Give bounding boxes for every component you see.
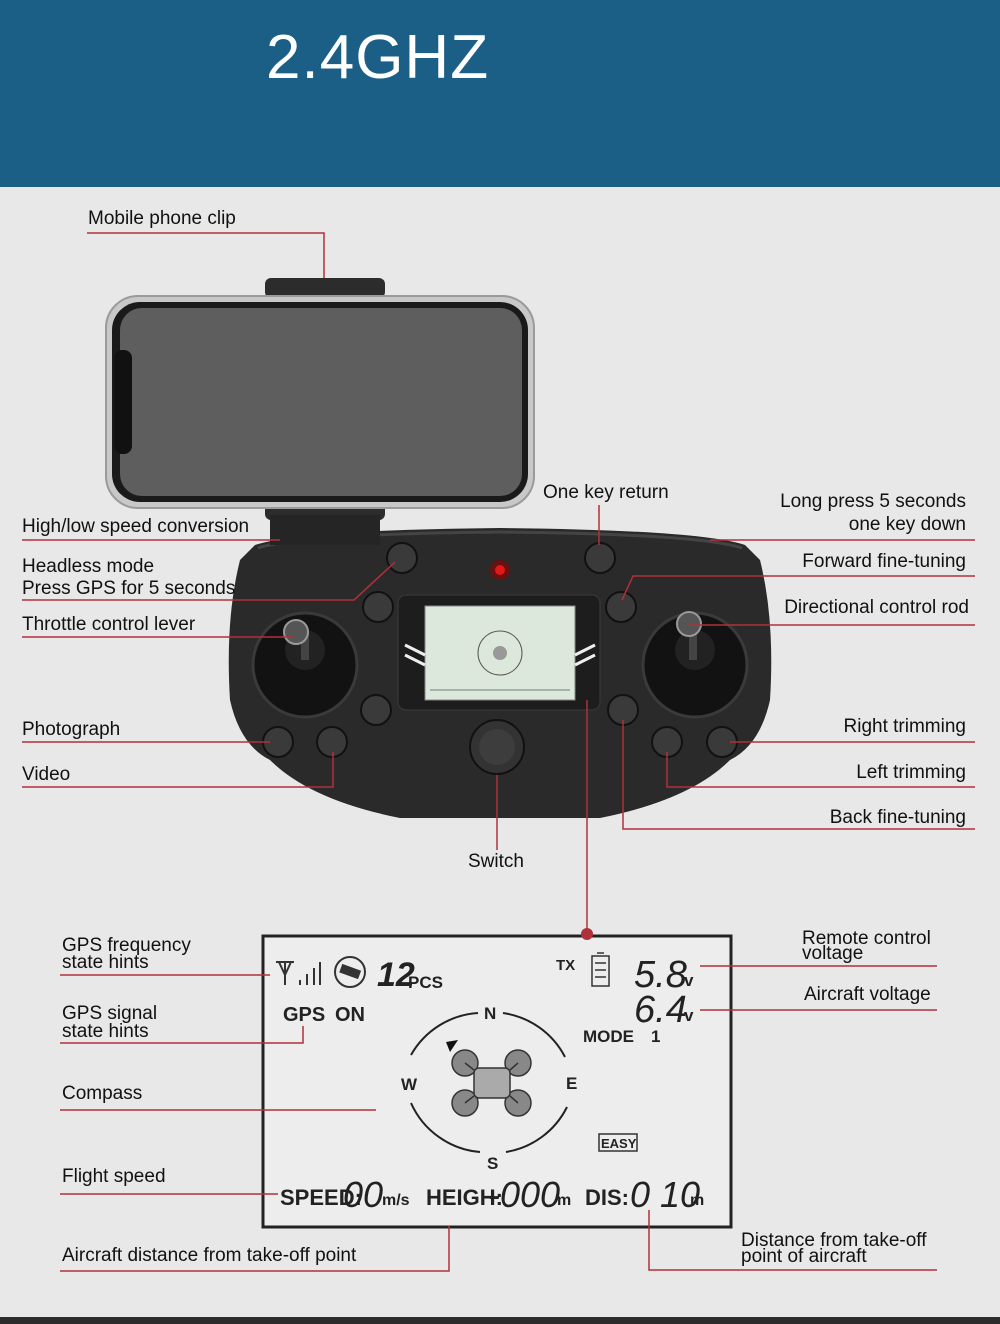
bottom-bar	[0, 1317, 1000, 1324]
label-one-key-return: One key return	[543, 482, 669, 503]
lcd-height-label: HEIGH:	[426, 1185, 503, 1210]
lcd-mode-label: MODE	[583, 1027, 634, 1046]
mobile-phone	[105, 295, 535, 509]
throttle-joystick	[251, 611, 359, 719]
lcd-gps: GPS	[283, 1004, 325, 1026]
lcd-speed-label: SPEED:	[280, 1185, 362, 1210]
label-remote-voltage-line2: voltage	[802, 943, 864, 964]
lcd-dis-label: DIS:	[585, 1185, 629, 1210]
label-aircraft-distance: Aircraft distance from take-off point	[62, 1245, 357, 1266]
label-long-press-line2: one key down	[848, 514, 966, 535]
lcd-aircraft-voltage: 6.4	[634, 989, 687, 1031]
label-switch: Switch	[468, 851, 524, 872]
label-throttle-lever: Throttle control lever	[22, 614, 196, 635]
compass-west: W	[401, 1075, 418, 1094]
lcd-height-unit: m	[557, 1192, 571, 1209]
label-left-trimming: Left trimming	[856, 762, 966, 783]
lcd-on: ON	[335, 1004, 365, 1026]
label-headless-line1: Headless mode	[22, 556, 155, 577]
compass-north: N	[484, 1004, 496, 1023]
label-headless-line2: Press GPS for 5 seconds	[22, 578, 236, 599]
leader-lines	[22, 232, 975, 1272]
directional-joystick	[641, 611, 749, 719]
header-banner: 2.4GHZ	[0, 0, 1000, 187]
satellite-icon	[334, 956, 366, 988]
controller-buttons	[262, 542, 738, 775]
label-gps-signal-line1: GPS signal	[62, 1003, 158, 1024]
label-forward-fine-tuning: Forward fine-tuning	[802, 551, 966, 572]
lcd-gps-count: 12	[377, 956, 415, 994]
compass-south: S	[487, 1154, 498, 1173]
label-distance-line1: Distance from take-off	[741, 1230, 927, 1251]
label-high-low-speed: High/low speed conversion	[22, 516, 250, 537]
page-title: 2.4GHZ	[266, 23, 490, 92]
lcd-remote-voltage: 5.8	[634, 954, 687, 996]
lcd-height-value: -000	[488, 1174, 560, 1215]
label-mobile-phone-clip: Mobile phone clip	[88, 208, 236, 229]
label-right-trimming: Right trimming	[843, 716, 966, 737]
lcd-volt-unit-2: v	[684, 1006, 694, 1025]
lcd-tx: TX	[556, 957, 575, 974]
lcd-dis-value: 0 10	[630, 1174, 700, 1215]
label-flight-speed: Flight speed	[62, 1166, 166, 1187]
gps-signal-icon	[276, 961, 321, 985]
drone-icon	[451, 1049, 532, 1117]
label-distance-line2: point of aircraft	[741, 1246, 867, 1267]
label-directional-rod: Directional control rod	[784, 597, 969, 618]
label-video: Video	[22, 764, 71, 785]
lcd-dis-unit: m	[690, 1192, 704, 1209]
lcd-speed-unit: m/s	[382, 1192, 410, 1209]
lcd-display	[261, 934, 733, 1229]
lcd-pcs: PCS	[408, 973, 443, 992]
compass-east: E	[566, 1074, 577, 1093]
compass-dial	[410, 1012, 568, 1153]
label-photograph: Photograph	[22, 719, 121, 740]
label-gps-freq-line1: GPS frequency	[62, 935, 191, 956]
lcd-easy: EASY	[601, 1136, 637, 1151]
lcd-volt-unit-1: v	[684, 971, 694, 990]
lcd-speed-value: 00	[343, 1174, 383, 1215]
label-long-press-line1: Long press 5 seconds	[780, 491, 966, 512]
lcd-mode-value: 1	[651, 1027, 660, 1046]
leader-dot	[581, 928, 593, 940]
label-gps-signal-line2: state hints	[62, 1021, 149, 1042]
label-compass: Compass	[62, 1083, 143, 1104]
battery-icon	[591, 952, 610, 987]
label-aircraft-voltage: Aircraft voltage	[804, 984, 931, 1005]
controller-lcd	[404, 605, 596, 701]
easy-badge-frame	[598, 1133, 638, 1152]
label-back-fine-tuning: Back fine-tuning	[829, 807, 966, 828]
label-remote-voltage-line1: Remote control	[802, 928, 931, 949]
label-gps-freq-line2: state hints	[62, 952, 149, 973]
